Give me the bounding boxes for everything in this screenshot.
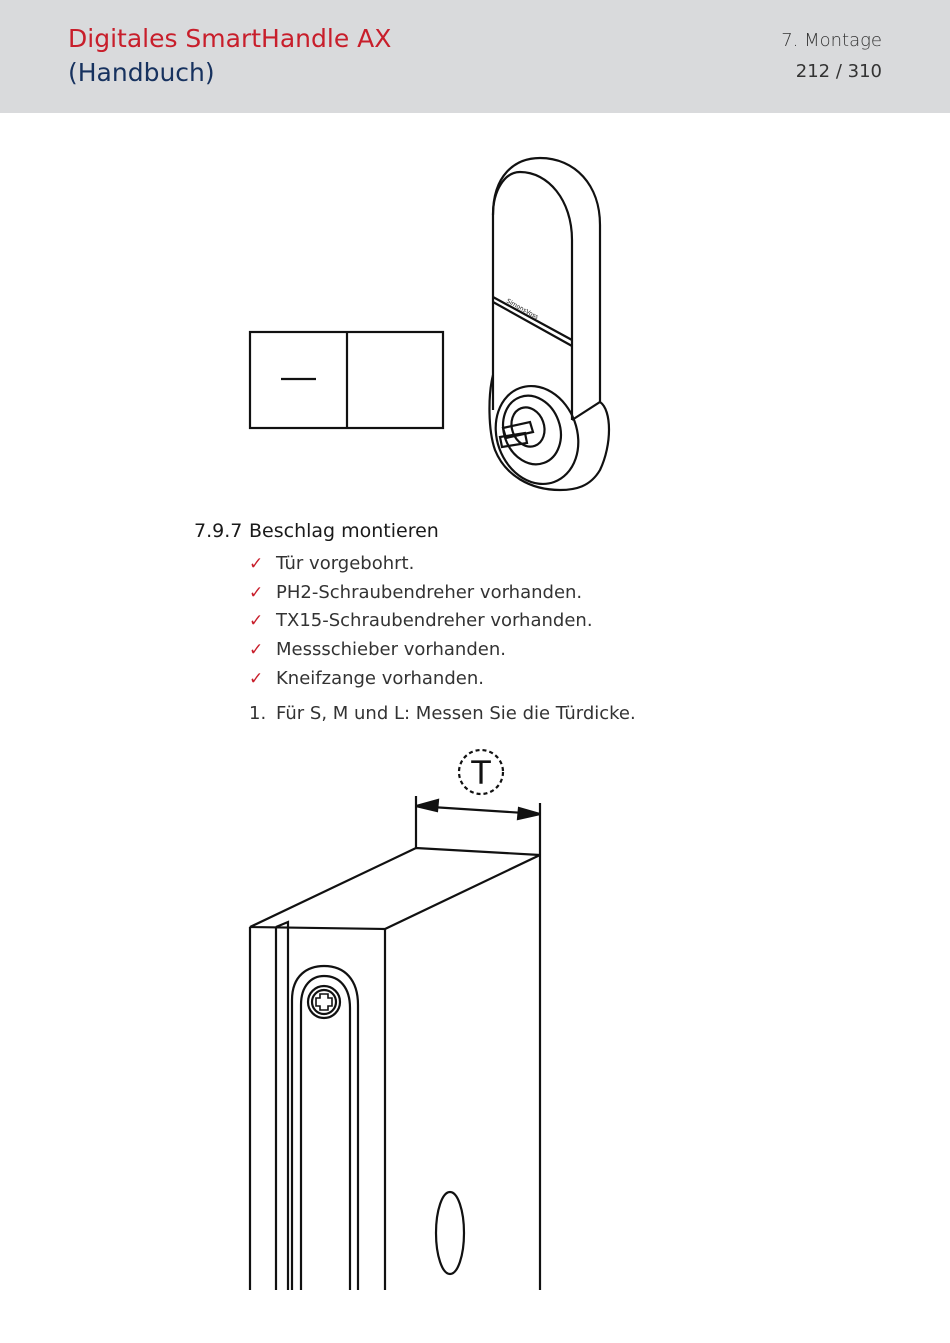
page-number: 212 / 310 [795,61,882,82]
smarthandle-figure: SimonsVoss [248,156,610,492]
page-header: Digitales SmartHandle AX (Handbuch) 7. M… [0,0,950,113]
checklist-item-text: TX15-Schraubendreher vorhanden. [276,610,593,632]
screw-icon [306,984,342,1020]
document-subtitle: (Handbuch) [68,58,215,87]
checklist-item-text: Kneifzange vorhanden. [276,667,484,689]
smarthandle-device [488,156,610,492]
thickness-dimension [414,796,542,1290]
check-icon: ✓ [249,668,264,689]
section-title: Beschlag montieren [249,520,439,542]
cylinder-hole [434,1190,466,1276]
indicator-box [248,330,445,430]
checklist-item-text: PH2-Schraubendreher vorhanden. [276,581,583,603]
dimension-label: T [470,754,491,792]
checklist-item-text: Messschieber vorhanden. [276,639,506,661]
checklist-item: ✓ Tür vorgebohrt. [249,550,593,579]
checklist-item: ✓ PH2-Schraubendreher vorhanden. [249,579,593,608]
prerequisite-checklist: ✓ Tür vorgebohrt. ✓ PH2-Schraubendreher vo… [249,550,593,693]
document-title: Digitales SmartHandle AX [68,24,392,53]
checklist-item: ✓ Messschieber vorhanden. [249,636,593,665]
step-number: 1. [249,703,267,724]
chapter-label: 7. Montage [781,30,882,51]
checklist-item-text: Tür vorgebohrt. [276,553,415,574]
section-number: 7.9.7 [194,520,243,542]
door-edge [248,846,541,1290]
checklist-item: ✓ TX15-Schraubendreher vorhanden. [249,607,593,636]
check-icon: ✓ [249,611,264,632]
check-icon: ✓ [249,640,264,661]
checklist-item: ✓ Kneifzange vorhanden. [249,665,593,694]
check-icon: ✓ [249,554,264,574]
step-text: Für S, M und L: Messen Sie die Türdicke. [276,703,636,724]
check-icon: ✓ [249,582,264,603]
dimension-label-circle [457,748,505,796]
instruction-step: 1. Für S, M und L: Messen Sie die Türdick… [249,700,636,728]
